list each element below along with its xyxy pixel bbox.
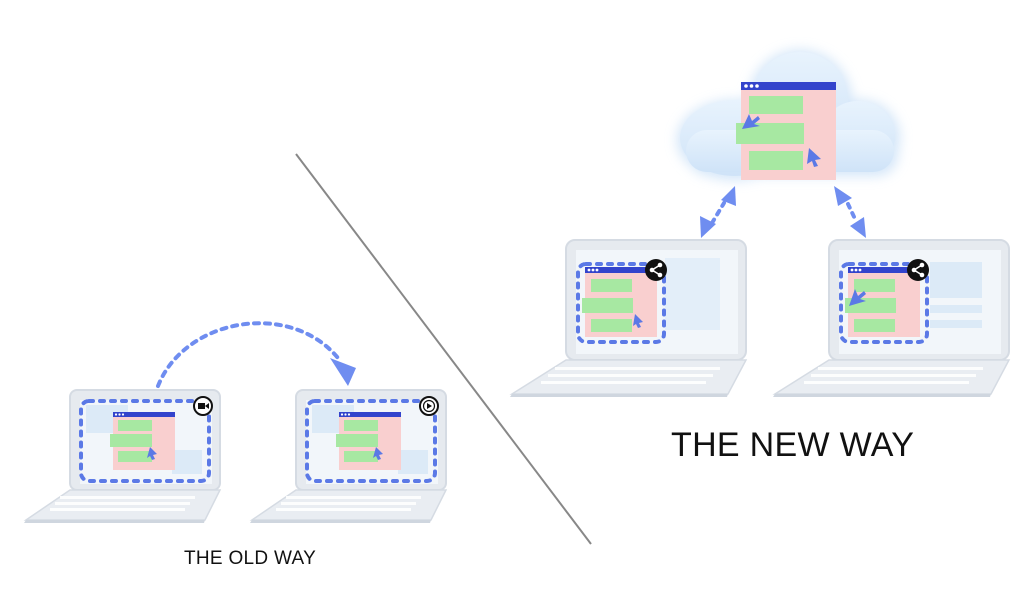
new-right-laptop <box>772 239 1011 397</box>
transfer-arc-arrow <box>156 321 340 388</box>
new-left-laptop <box>509 239 748 397</box>
old-receiver-laptop <box>249 389 448 523</box>
transfer-arrowhead <box>330 358 356 386</box>
shared-window <box>582 267 657 337</box>
received-window <box>336 412 401 470</box>
new-way-section <box>509 50 1011 397</box>
old-way-caption: THE OLD WAY <box>184 548 317 569</box>
old-sender-laptop <box>23 389 222 523</box>
shared-window <box>845 267 920 337</box>
shared-window <box>110 412 175 470</box>
share-icon <box>645 259 667 281</box>
cloud-hosted-window <box>736 82 836 180</box>
play-icon <box>419 396 439 416</box>
sync-arrow-left <box>700 186 736 238</box>
old-way-section <box>23 321 448 523</box>
new-way-caption: THE NEW WAY <box>671 426 915 464</box>
camera-record-icon <box>193 396 213 416</box>
divider-line <box>295 153 592 545</box>
sync-arrow-right <box>834 186 866 238</box>
share-icon <box>907 259 929 281</box>
